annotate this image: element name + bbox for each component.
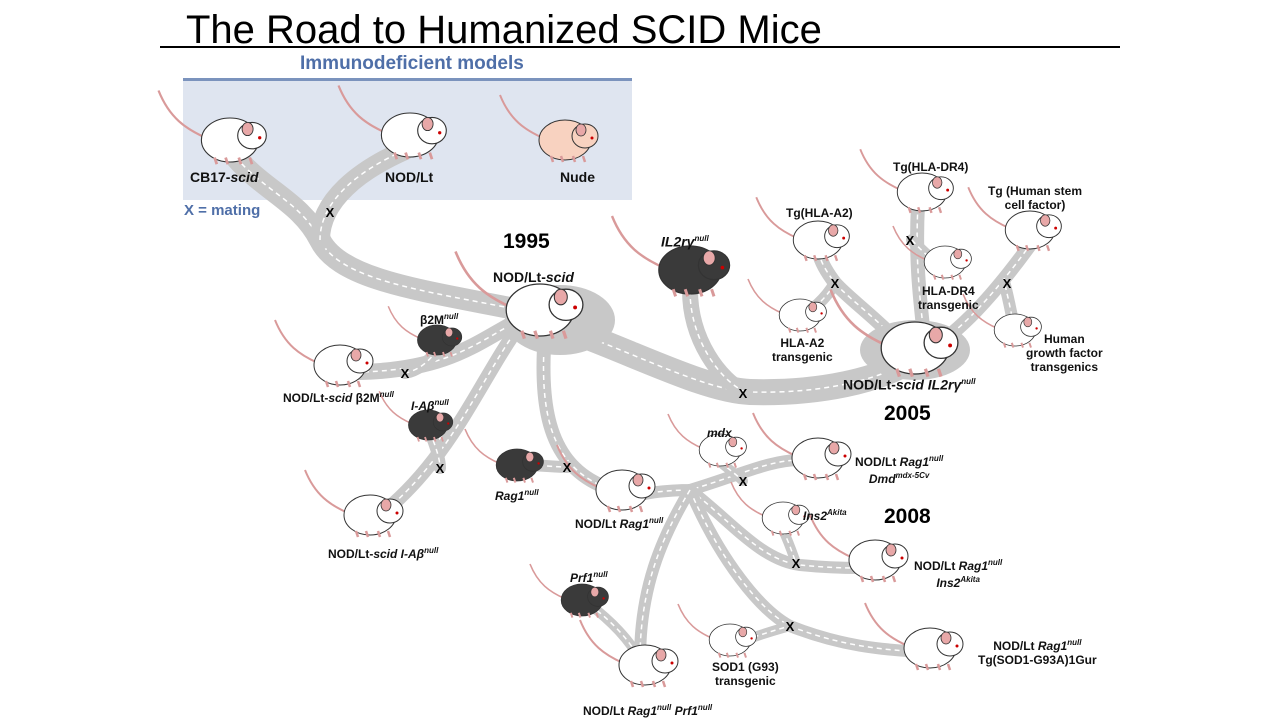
road-centerline: [689, 489, 861, 569]
label-nod-rag1-prf1: NOD/Lt Rag1null Prf1null: [583, 703, 713, 718]
label-nod-scid-iab: NOD/Lt-scid I-Aβnull: [328, 546, 439, 561]
mouse-nod-lt: [337, 85, 447, 160]
mouse-nod-scid-il2rg: [829, 289, 959, 378]
mouse-hla-a2-tg: [747, 278, 827, 333]
slide-title: The Road to Humanized SCID Mice: [186, 8, 822, 52]
label-nod-scid: NOD/Lt-scid: [493, 269, 574, 285]
mouse-nod-scid: [454, 251, 584, 340]
label-cb17-scid: CB17-scid: [190, 169, 259, 185]
mouse-nod-rag1-sod1: [864, 602, 964, 671]
mating-mark: X: [906, 233, 915, 248]
label-mdx: mdx: [707, 426, 732, 440]
road-centerline: [689, 289, 746, 393]
mouse-tg-hla-dr4: [859, 148, 954, 214]
mouse-mdx: [667, 413, 747, 468]
mating-legend: X = mating: [184, 202, 261, 219]
label-rag1-null: Rag1null: [495, 488, 539, 503]
road-1: [310, 140, 415, 250]
mouse-tg-human-scf: [967, 186, 1062, 252]
mating-mark: X: [326, 205, 335, 220]
road-centerline: [639, 489, 691, 661]
mouse-nod-scid-b2m: [274, 319, 374, 388]
mating-mark: X: [739, 386, 748, 401]
mouse-prf1-null: [529, 563, 609, 618]
label-tg-hla-dr4: Tg(HLA-DR4): [893, 160, 969, 174]
label-nod-lt: NOD/Lt: [385, 169, 434, 185]
mouse-human-growth-factor: [962, 293, 1042, 348]
roads: [219, 139, 1037, 666]
box-title: Immunodeficient models: [300, 53, 524, 74]
mating-mark: X: [792, 556, 801, 571]
mouse-nod-rag1-prf1: [579, 619, 679, 688]
label-nude: Nude: [560, 169, 595, 185]
mating-mark: X: [436, 461, 445, 476]
mating-mark: X: [563, 460, 572, 475]
mouse-nod-rag1-ins2: [809, 514, 909, 583]
road-10: [352, 312, 528, 380]
label-iab-null: I-Aβnull: [411, 398, 449, 413]
mouse-hla-dr4-tg: [892, 225, 972, 280]
road-centerline: [542, 329, 601, 486]
mating-marks: X X X X X X X X X X X: [326, 205, 1012, 634]
label-sod1-transgenic: SOD1 (G93)transgenic: [712, 660, 779, 688]
road-centerline: [319, 149, 406, 241]
road-centerline: [589, 604, 641, 661]
mouse-ins2-akita: [730, 481, 810, 536]
label-ins2-akita: Ins2Akita: [803, 508, 847, 523]
mouse-nod-rag1-dmd: [752, 412, 852, 481]
mating-mark: X: [1003, 276, 1012, 291]
mating-mark: X: [786, 619, 795, 634]
mouse-nod-rag1: [556, 444, 656, 513]
label-nod-scid-il2rg: NOD/Lt-scid IL2rγnull: [843, 376, 976, 393]
road-centerline: [916, 204, 926, 346]
mouse-nod-scid-iab: [304, 469, 404, 538]
mouse-iab-null: [378, 390, 454, 442]
mating-mark: X: [739, 474, 748, 489]
title-divider: [160, 46, 1120, 48]
mouse-b2m-null: [387, 305, 463, 357]
mouse-rag1-null: [464, 428, 544, 483]
mouse-cb17-scid: [157, 90, 267, 165]
label-prf1-null: Prf1null: [570, 570, 608, 585]
year-1995: 1995: [503, 230, 550, 253]
year-2005: 2005: [884, 402, 931, 425]
year-2008: 2008: [884, 505, 931, 528]
mouse-il2rg-null: [610, 215, 731, 297]
label-tg-hla-a2: Tg(HLA-A2): [786, 206, 853, 220]
label-il2rg-null: IL2rγnull: [661, 233, 709, 250]
mating-mark: X: [401, 366, 410, 381]
label-b2m-null: β2Mnull: [420, 312, 459, 327]
mouse-nude: [499, 94, 599, 163]
mating-mark: X: [831, 276, 840, 291]
label-nod-scid-b2m: NOD/Lt-scid β2Mnull: [283, 390, 394, 405]
mouse-tg-hla-a2: [755, 196, 850, 262]
road-centerline: [1004, 284, 1016, 331]
road-centerline: [379, 324, 521, 516]
label-nod-rag1: NOD/Lt Rag1null: [575, 516, 664, 531]
mice: [157, 85, 1062, 688]
mouse-sod1: [677, 603, 757, 658]
